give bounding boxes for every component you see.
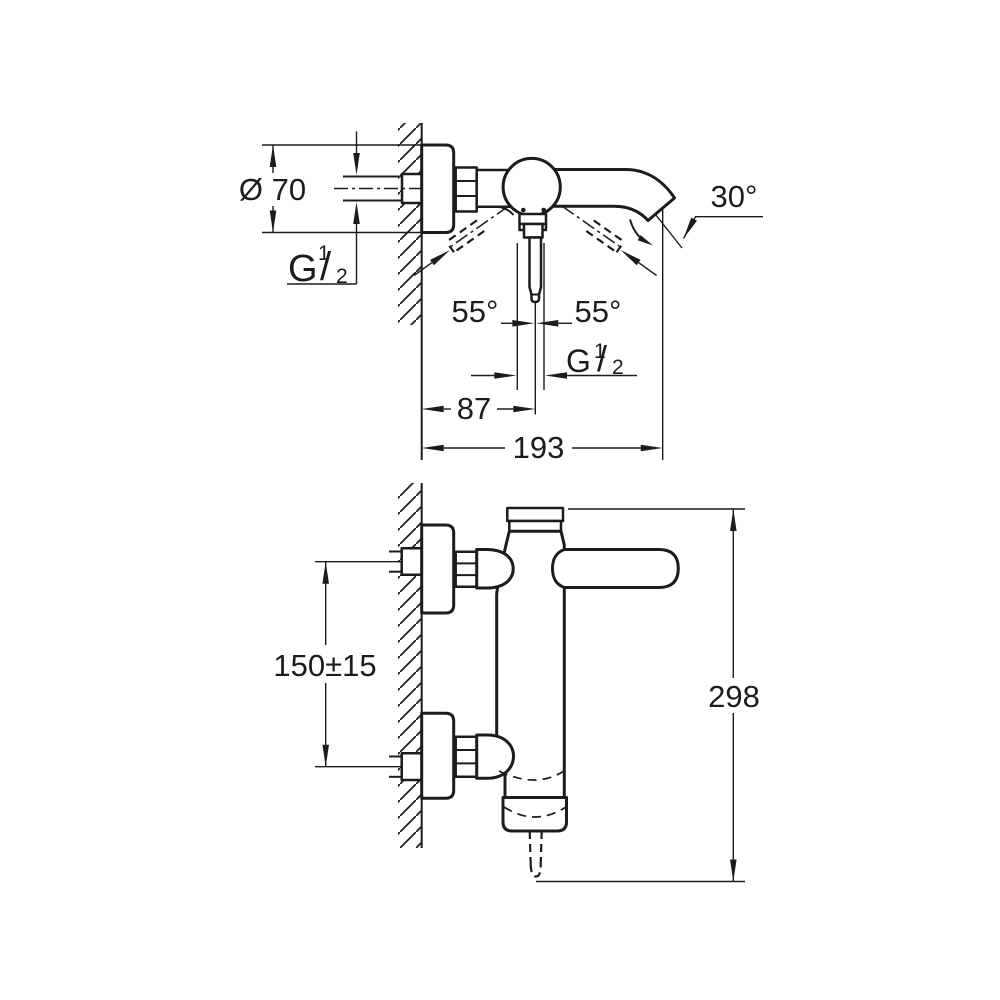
lower-inlet-union [389,711,515,800]
side-profile-view: 55° 55° Ø 70 G 1 / 2 [239,123,763,465]
dim-handle-swing-angles: 55° 55° [413,250,658,415]
handle-swing-dashed-left [445,205,509,254]
union-dome-lower [475,733,515,780]
dim-298-text: 298 [708,679,760,714]
dim-swing-left-text: 55° [452,294,499,329]
handle-lever-side [518,212,548,304]
thread-wall-num: 1 [318,242,330,265]
dim-87-text: 87 [457,391,491,426]
dim-193: 193 [421,430,663,465]
valve-body [501,156,562,218]
cartridge-cap [506,506,565,533]
thread-wall-base: G [288,248,318,290]
dim-wall-thread: G 1 / 2 [287,131,360,290]
dim-30deg-text: 30° [711,179,758,214]
dim-escutcheon-diameter: Ø 70 [239,144,422,234]
faucet-body-and-lever [495,529,680,799]
thread-wall-slash: / [320,245,332,289]
angle-arrow-right [620,250,641,266]
handle-swing-dashed-right [561,205,625,254]
wall-hatching [398,123,422,325]
dim-150: 150±15 [273,561,402,768]
union-nut-lower [454,735,478,778]
dim-dia70-text: Ø 70 [239,172,306,207]
dim-193-text: 193 [513,430,565,465]
escutcheon-lower [420,711,456,800]
outlet-housing [501,796,568,833]
upper-inlet-union [389,523,515,615]
angle-arrow-left [430,250,450,266]
thread-wall-den: 2 [336,265,348,288]
front-installation-view: 150±15 298 [273,483,760,883]
spout [538,168,676,222]
union-dome-upper [475,548,515,590]
lever-hub-fillet [551,548,565,589]
thread-outlet-num: 1 [594,340,606,363]
body-fillet [497,205,515,216]
thread-outlet-slash: / [597,338,607,379]
thread-outlet-base: G [566,343,591,379]
dim-150-text: 150±15 [273,648,376,683]
hidden-edge-aerator [503,806,567,818]
dim-87: 87 [421,391,536,426]
wall-hatching-2 [398,483,422,848]
union-nut-upper [454,550,478,588]
hidden-edge-body [498,770,565,781]
supply-pipe [334,172,428,205]
pivot-dot-right [541,207,546,213]
dim-swing-right-text: 55° [575,294,622,329]
escutcheon-upper [420,523,456,615]
wall-stub-upper [400,547,423,576]
outlet-stem-dashed [528,830,543,878]
thread-outlet-den: 2 [612,356,624,379]
wall-stub-lower [400,752,423,782]
dim-298: 298 [536,508,760,883]
dim-outlet-thread: G 1 / 2 [471,243,637,390]
union-nut [454,166,478,213]
pivot-dot-left [521,207,526,213]
dim-spout-angle: 30° [629,179,763,460]
escutcheon [420,143,456,234]
